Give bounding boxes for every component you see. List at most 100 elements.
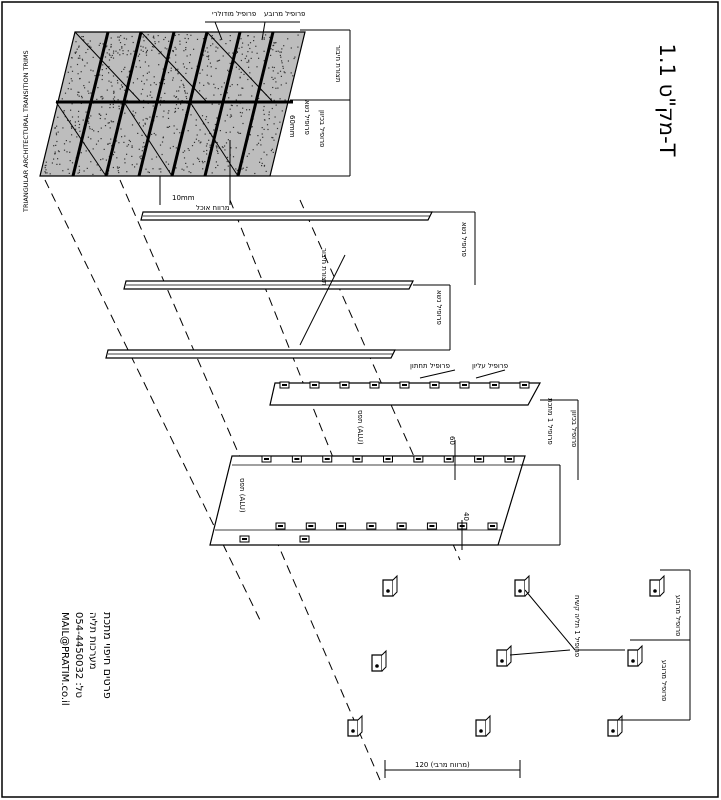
panel-header-left: פרופיל מודולרי [212, 10, 256, 18]
panel-speckle [187, 130, 189, 132]
panel-speckle [163, 110, 165, 112]
panel-speckle [229, 62, 231, 64]
panel-speckle [131, 145, 133, 147]
panel-speckle [83, 39, 85, 41]
rail-label-lower: פרופיל נשא [435, 290, 443, 325]
panel-speckle [175, 54, 177, 56]
panel-speckle [124, 158, 126, 160]
panel-speckle [91, 128, 93, 130]
carrier-clip-slot [415, 458, 421, 460]
panel-speckle [119, 49, 121, 51]
panel-speckle [112, 154, 114, 156]
panel-speckle [186, 97, 188, 100]
panel-speckle [113, 96, 116, 98]
carrier-clips [239, 381, 530, 543]
panel-speckle [78, 91, 80, 93]
panel-speckle [77, 57, 79, 59]
panel-speckle [213, 94, 215, 96]
panel-speckle [261, 165, 263, 167]
panel-speckle [230, 114, 232, 116]
panel-speckle [141, 80, 143, 82]
panel-speckle [146, 72, 148, 74]
hangers: פרופיל 1 תליה קשיח פרופיל מרובע פרופיל מ… [347, 569, 691, 778]
panel-speckle [63, 143, 66, 145]
panel-speckle [53, 158, 55, 160]
panel-speckle [203, 150, 205, 152]
panel-speckle [203, 84, 205, 86]
panel-speckle [138, 53, 141, 55]
panel-assembly: פרופיל מודולרי פרופיל מרובע TRIANGULAR A… [22, 10, 351, 213]
panel-speckle [206, 55, 208, 57]
panel-speckle [251, 51, 253, 53]
panel-speckle [281, 110, 283, 112]
panel-side-note-2: פרופיל בכיוון [318, 110, 326, 147]
panel-speckle [225, 43, 227, 45]
panel-speckle [96, 98, 98, 100]
panel-speckle [292, 75, 294, 77]
panel-speckle [184, 37, 186, 39]
panel-profile-bar [170, 31, 209, 177]
panel-speckle [262, 109, 265, 111]
panel-speckle [253, 40, 255, 42]
panel-speckle [112, 98, 115, 100]
panel-speckle [240, 59, 242, 62]
panel-speckle [158, 168, 160, 170]
panel-speckle [146, 51, 148, 53]
panel-speckle [279, 98, 281, 100]
panel-speckle [45, 169, 47, 171]
panel-speckle [92, 148, 94, 150]
panel-speckle [90, 138, 92, 140]
panel-speckle [153, 46, 155, 48]
panel-speckle [227, 165, 229, 167]
panel-speckle [111, 145, 113, 147]
panel-speckle [153, 76, 155, 78]
panel-speckle [67, 119, 69, 121]
panel-speckle [201, 115, 204, 117]
panel-speckle [248, 153, 250, 155]
panel-speckle [161, 153, 163, 156]
panel-speckle [201, 69, 204, 71]
panel-speckle [95, 143, 98, 145]
panel-speckle [190, 172, 192, 174]
projection-lines [44, 179, 461, 781]
panel-speckle [139, 156, 141, 158]
panel-speckle [142, 46, 144, 48]
panel-speckle [242, 87, 244, 89]
panel-speckle [183, 66, 185, 68]
panel-speckle [277, 87, 279, 89]
panel-speckle [274, 42, 276, 44]
panel-speckle [240, 38, 242, 40]
panel-speckle [216, 117, 218, 119]
panel-speckle [240, 115, 242, 117]
carrier-clip-slot [522, 384, 527, 386]
panel-speckle [183, 50, 185, 52]
panel-speckle [183, 169, 185, 171]
drawing-number: מק"ט 1.1-T [655, 44, 679, 157]
panel-speckle [89, 128, 91, 130]
panel-speckle [202, 54, 205, 56]
carrier-clip-slot [338, 525, 344, 527]
panel-speckle [120, 103, 122, 105]
panel-speckle [105, 46, 107, 48]
panel-speckle [63, 111, 65, 113]
panel-speckle [206, 74, 208, 76]
panel-speckle [126, 76, 128, 78]
panel-speckle [177, 72, 179, 74]
panel-speckle [183, 86, 185, 89]
panel-speckle [253, 36, 255, 38]
panel-speckle [183, 85, 185, 87]
panel-speckle [195, 124, 197, 126]
panel-speckle [145, 54, 148, 56]
panel-speckle [67, 168, 69, 170]
panel-speckle [202, 168, 204, 170]
panel-speckle [238, 132, 240, 134]
panel-speckle [206, 149, 208, 152]
panel-speckle [224, 145, 226, 147]
panel-speckle [77, 91, 79, 93]
hanger-bracket [649, 574, 665, 597]
panel-speckle [211, 38, 213, 40]
panel-speckle [247, 44, 249, 46]
panel-speckle [101, 95, 103, 98]
panel-speckle [186, 34, 188, 36]
panel-speckle [207, 122, 209, 124]
